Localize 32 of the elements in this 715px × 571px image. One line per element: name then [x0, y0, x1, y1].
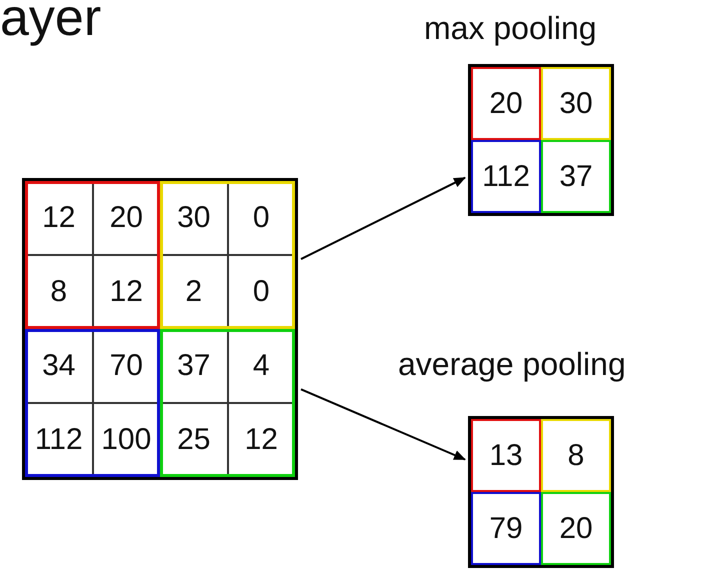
grid-heading: average pooling	[398, 346, 626, 383]
matrix-cell: 37	[541, 140, 611, 213]
matrix-grid	[468, 64, 614, 216]
matrix-cell: 12	[25, 181, 92, 255]
title: ayer	[0, 0, 102, 48]
matrix-cell: 79	[471, 492, 541, 565]
arrow	[300, 388, 466, 460]
matrix-cell: 20	[541, 492, 611, 565]
grid-heading: max pooling	[424, 10, 597, 47]
matrix-cell: 20	[92, 181, 160, 255]
matrix-cell: 0	[228, 181, 295, 255]
matrix-cell: 4	[228, 329, 295, 403]
matrix-cell: 112	[25, 403, 92, 477]
matrix-cell: 12	[92, 255, 160, 329]
matrix-cell: 37	[160, 329, 228, 403]
arrow	[300, 176, 466, 260]
matrix-cell: 20	[471, 67, 541, 140]
matrix-cell: 30	[541, 67, 611, 140]
matrix-cell: 13	[471, 419, 541, 492]
matrix-cell: 8	[541, 419, 611, 492]
matrix-cell: 30	[160, 181, 228, 255]
matrix-cell: 100	[92, 403, 160, 477]
matrix-cell: 12	[228, 403, 295, 477]
matrix-cell: 70	[92, 329, 160, 403]
matrix-grid	[22, 178, 298, 480]
matrix-cell: 2	[160, 255, 228, 329]
matrix-grid	[468, 416, 614, 568]
matrix-cell: 112	[471, 140, 541, 213]
matrix-cell: 34	[25, 329, 92, 403]
matrix-cell: 25	[160, 403, 228, 477]
matrix-cell: 8	[25, 255, 92, 329]
matrix-cell: 0	[228, 255, 295, 329]
